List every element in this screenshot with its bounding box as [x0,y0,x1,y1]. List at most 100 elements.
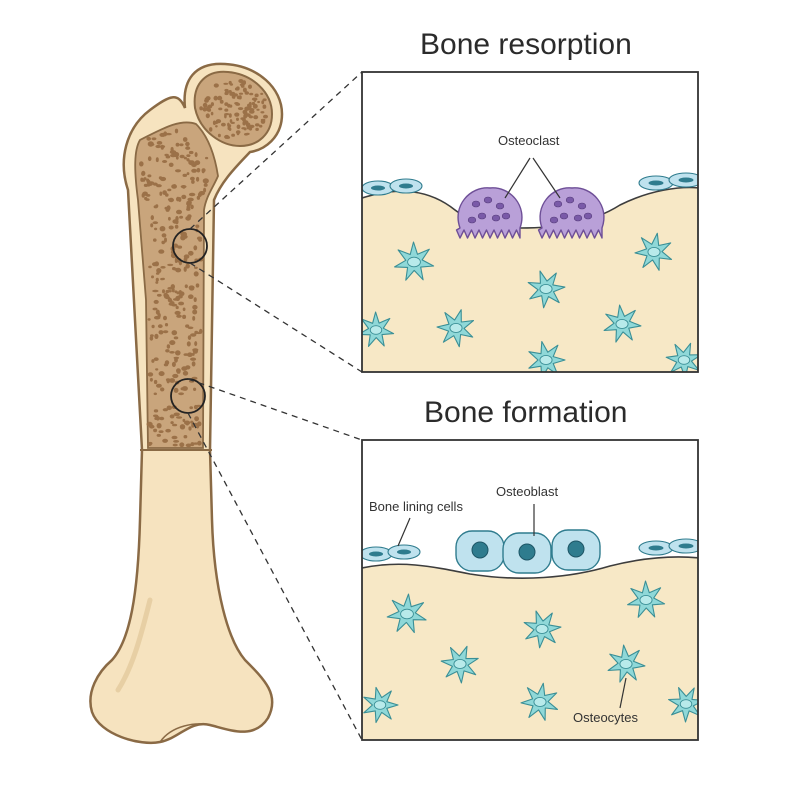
pore [159,416,165,421]
osteoclasts [455,187,605,239]
osteocyte-nucleus [533,696,547,708]
osteocyte [436,309,475,348]
osteoclast-nucleus [577,202,587,210]
lining-cell-nucleus [678,177,694,183]
pore [224,108,229,112]
pore [164,237,167,243]
pore [182,314,187,319]
connector-resorption-bottom [189,262,363,373]
pore [147,372,154,377]
pore [186,200,192,205]
pore [219,99,224,104]
pore [186,341,191,347]
lining-cell-nucleus [648,180,664,186]
pore [183,156,187,160]
pore [148,143,155,147]
pore [158,249,165,254]
pore [190,442,195,447]
pore [171,330,178,336]
pore [147,174,152,178]
pore [234,87,240,91]
pore [196,176,200,182]
pore [176,196,180,202]
lining-cell [668,538,698,554]
pore [263,114,268,119]
osteoclast-nucleus [483,196,493,204]
pore [196,167,201,173]
pore [167,188,172,192]
pore [155,309,160,315]
lining-cell [638,175,674,191]
pore [251,97,258,101]
pore [153,379,158,385]
pore [160,387,165,392]
pore [169,351,175,354]
pore [249,92,254,96]
pore [256,108,260,111]
pore [190,204,194,210]
pore [205,113,210,119]
pore [179,215,184,219]
pore [224,134,230,139]
osteocyte [603,304,642,343]
pore [203,183,208,187]
pore [191,168,198,173]
pore [165,349,170,353]
pore [168,225,174,230]
pore [166,344,171,349]
pore [195,224,200,228]
pore [261,100,265,105]
pore [178,301,185,306]
pore [194,160,201,166]
pore [143,177,147,181]
resorption-panel: Osteoclast [361,71,699,373]
pore [147,442,152,447]
pore [155,144,161,149]
spongy-bone [134,121,219,449]
pore [194,341,198,347]
pore [192,348,199,352]
pore [185,263,190,269]
pore [202,107,207,112]
pore [168,198,173,202]
pore [175,169,181,173]
pore [178,392,185,396]
pore [153,205,158,209]
pore [194,330,199,335]
pore [163,131,168,137]
pore [205,156,209,160]
osteocyte-nucleus [679,699,693,709]
pore [151,137,157,141]
connector-lines [187,71,363,741]
osteocyte-nucleus [449,322,463,334]
pore [148,265,152,269]
pore [156,293,162,297]
pore [234,112,240,117]
osteoclast-nucleus [501,212,511,220]
pore [242,87,247,93]
lining-cell-nucleus [370,185,386,191]
pore [156,184,162,188]
pore [229,83,234,86]
osteoclast-nucleus [471,200,481,208]
pore [186,172,190,176]
pore [262,104,267,109]
pore [185,216,191,221]
pore [249,109,255,114]
pore [192,309,198,315]
pore [199,328,203,334]
pore [228,113,232,118]
lining-cell [668,172,698,188]
pore [203,187,207,193]
pore [139,161,144,167]
pore [165,132,172,136]
pore [260,92,264,95]
pore [154,227,158,231]
osteocyte [527,270,566,309]
osteoclast-pointer-right [532,157,561,199]
formation-panel-frame [361,439,699,741]
pore [183,435,188,439]
pore [140,177,144,182]
pore [173,267,178,271]
pore [193,271,199,277]
